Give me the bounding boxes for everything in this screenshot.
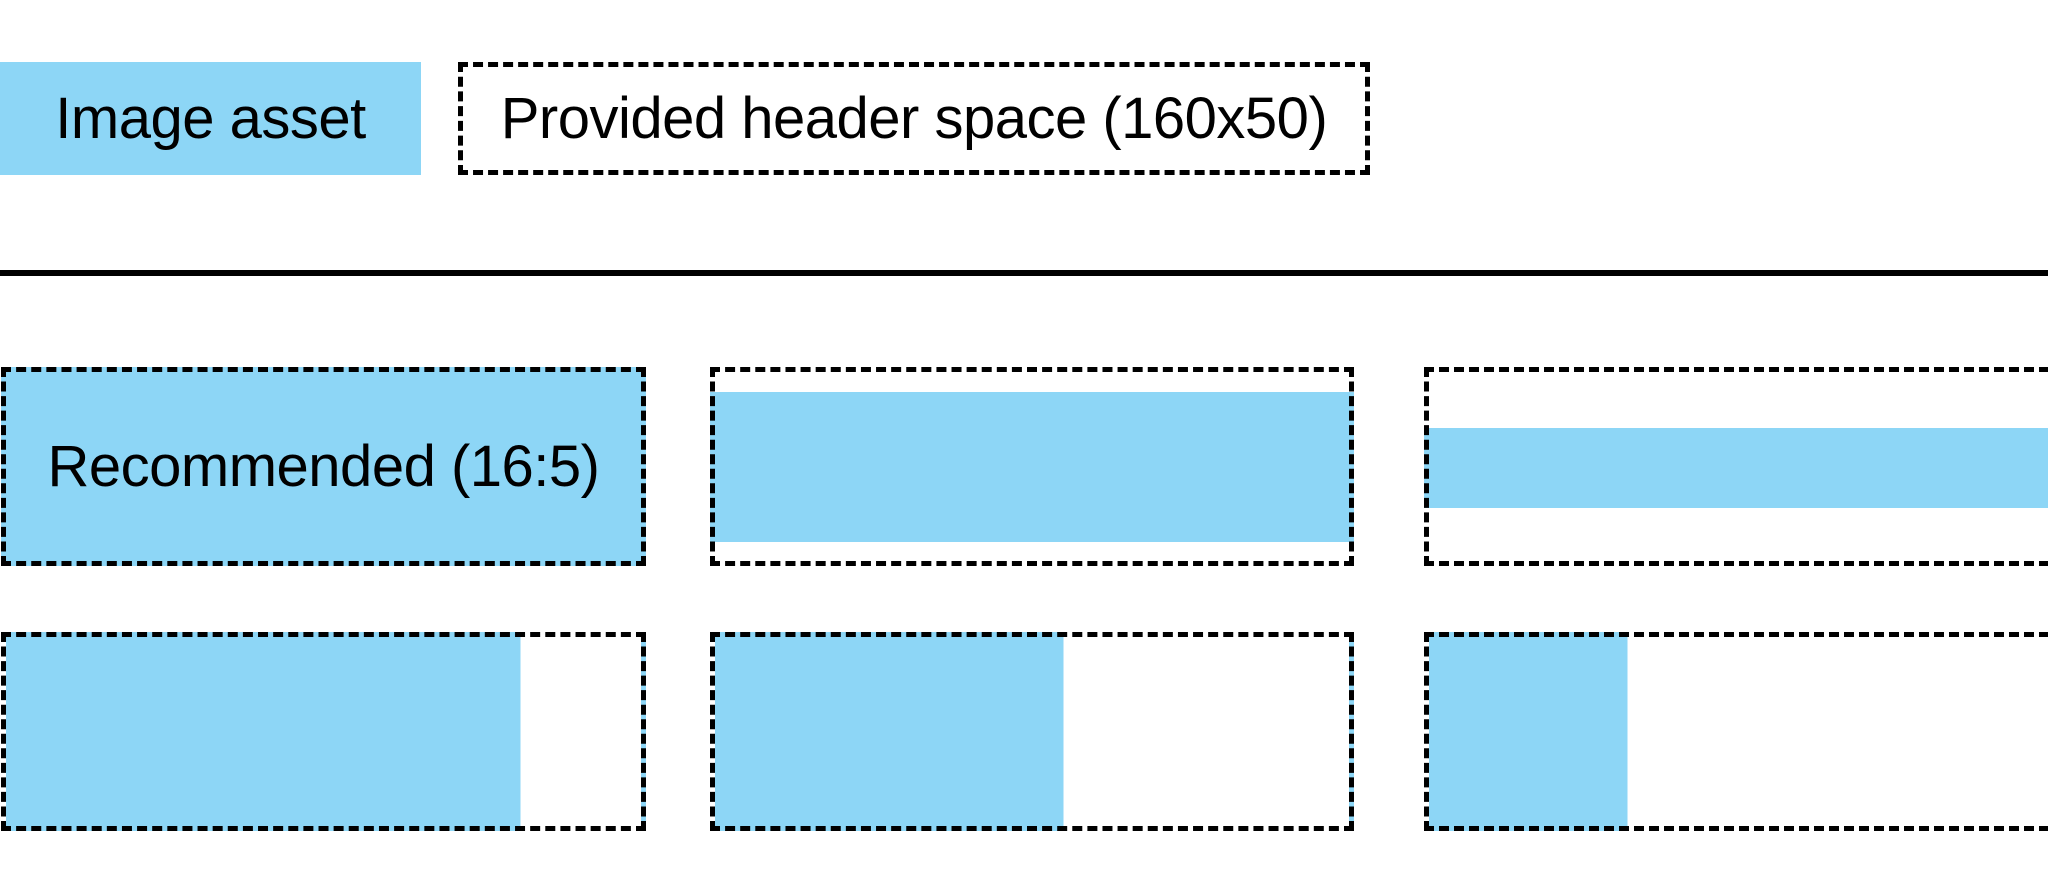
legend-image-asset-label: Image asset [55, 85, 366, 151]
example-width-81 [1, 632, 646, 831]
legend-provided-header-space-box: Provided header space (160x50) [458, 62, 1370, 175]
section-divider-line [0, 270, 2048, 276]
legend-image-asset-swatch: Image asset [0, 62, 421, 175]
recommended-label: Recommended (16:5) [47, 433, 600, 499]
example-recommended-16-5: Recommended (16:5) [1, 367, 646, 566]
example-width-55 [710, 632, 1354, 831]
example-band-42-height [1424, 367, 2048, 566]
example-width-31 [1424, 632, 2048, 831]
example-band-80-height [710, 367, 1354, 566]
legend-provided-header-space-label: Provided header space (160x50) [500, 85, 1328, 151]
